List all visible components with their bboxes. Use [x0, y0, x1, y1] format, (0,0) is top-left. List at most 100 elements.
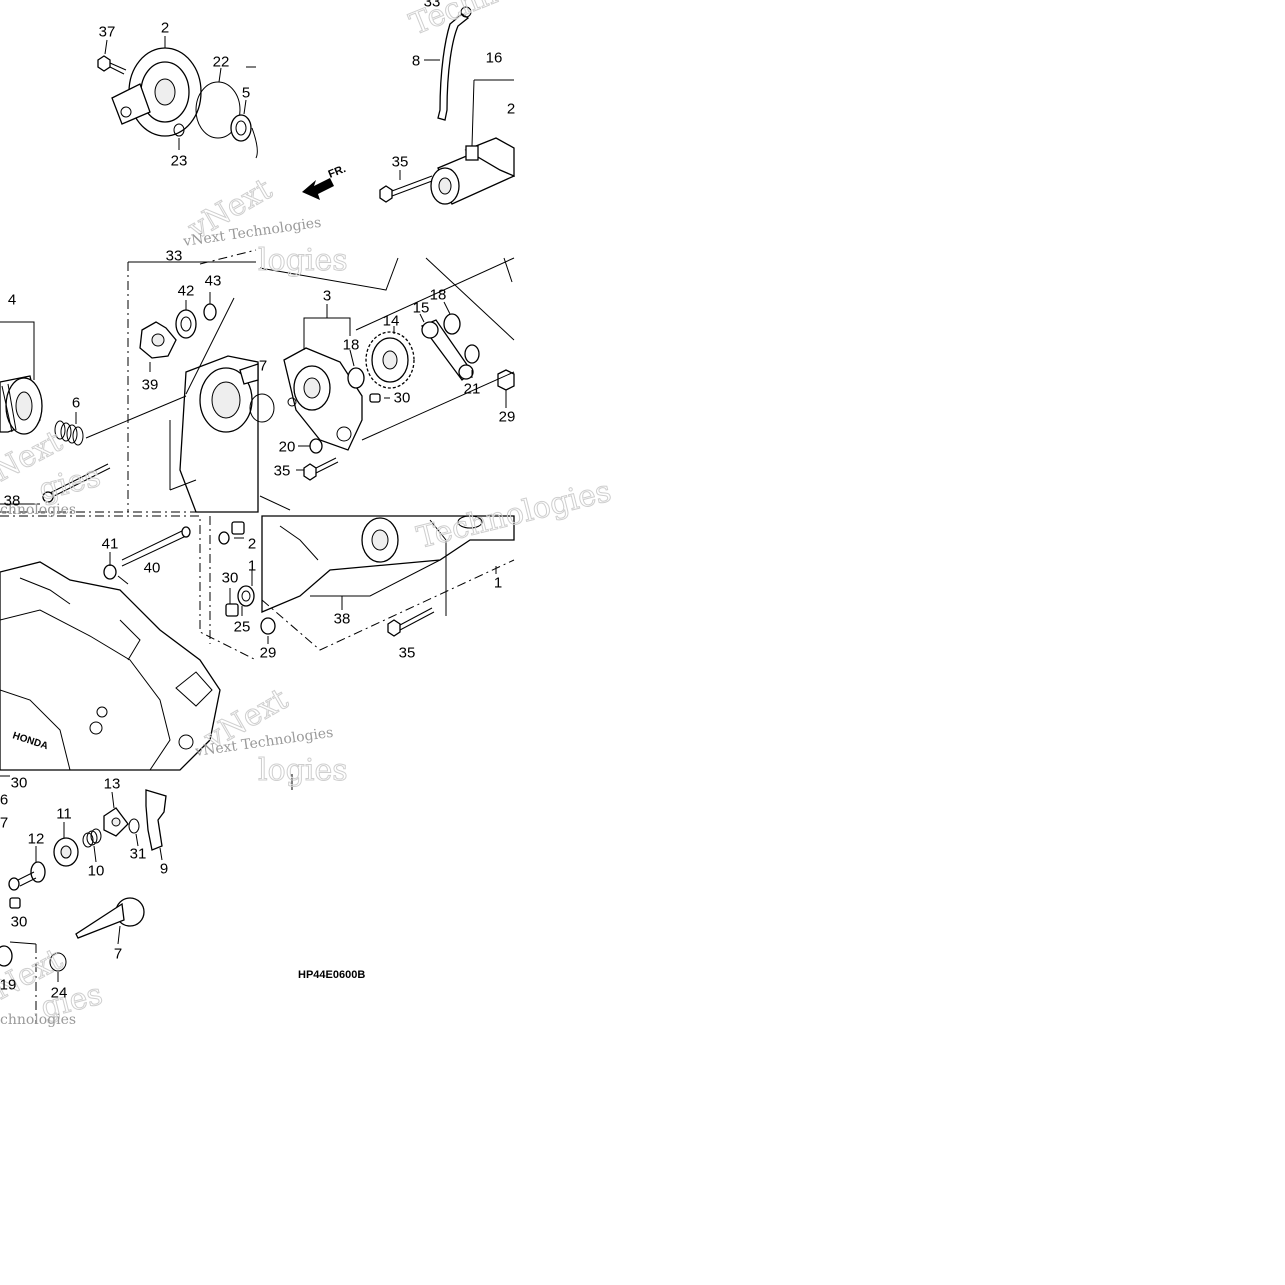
part-bearing-21 [464, 344, 480, 364]
callout: 23 [171, 153, 188, 170]
part-cover-2 [111, 47, 202, 137]
callout: 2 [248, 536, 256, 553]
callout: 6 [0, 792, 8, 809]
callout: 35 [399, 645, 416, 662]
svg-text:logies: logies [258, 753, 348, 788]
callout: 42 [178, 283, 195, 300]
part-rotor-41 [175, 309, 197, 339]
callout: 20 [279, 439, 296, 456]
callout: 33 [424, 0, 441, 11]
callout: 1 [248, 558, 256, 575]
part-dipstick-7 [75, 897, 145, 939]
svg-text:chnologies: chnologies [0, 502, 76, 518]
part-valve-11 [53, 837, 79, 867]
callout: 30 [11, 775, 28, 792]
tile-oil-pump [259, 257, 515, 511]
callout: 15 [413, 300, 430, 317]
callout: 4 [8, 292, 16, 309]
part-washer-26 [218, 531, 230, 545]
callout: 2 [161, 20, 169, 37]
part-bracket-9 [145, 789, 167, 851]
tile-oil-filter [0, 249, 275, 513]
callout: 30 [222, 570, 239, 587]
part-seal-5 [230, 114, 252, 142]
part-bolt-33 [303, 457, 339, 481]
tile-case-half [260, 515, 515, 651]
callout: 9 [160, 861, 168, 878]
part-seal-25 [237, 585, 255, 607]
callout: 10 [88, 863, 105, 880]
part-arm-15 [420, 319, 474, 381]
callout: 12 [28, 831, 45, 848]
callout: 40 [144, 560, 161, 577]
callout: 37 [99, 24, 116, 41]
callout: 24 [51, 985, 68, 1002]
callout: 33 [166, 248, 183, 265]
part-dowel-30c [231, 521, 245, 535]
part-oring-42 [103, 564, 117, 580]
svg-text:FR.: FR. [327, 163, 348, 181]
part-dowel-40 [121, 526, 191, 567]
callout: 7 [259, 358, 267, 375]
callout: 29 [499, 409, 516, 426]
callouts: 37 2 22 5 23 33 8 16 2 35 33 4 42 43 39 … [0, 0, 515, 1002]
part-gear-14 [365, 331, 415, 389]
tile-crankcase: HONDA [0, 515, 257, 771]
part-bolt-35 [387, 607, 435, 637]
part-bearing-19 [0, 945, 13, 967]
part-pump-body [179, 355, 275, 513]
part-bearing-18b [347, 367, 365, 389]
callout: 38 [4, 493, 21, 510]
callout: 43 [205, 273, 222, 290]
callout: 18 [343, 337, 360, 354]
callout: 7 [114, 946, 122, 963]
callout: 41 [102, 536, 119, 553]
svg-text:chnologies: chnologies [0, 1012, 76, 1028]
part-spring-10 [82, 828, 102, 848]
part-plate-13 [103, 807, 129, 837]
part-dowel-30b [225, 603, 239, 617]
callout: 16 [486, 50, 503, 67]
part-bearing-18a [443, 313, 461, 335]
callout: 5 [242, 85, 250, 102]
callout: 1 [494, 575, 502, 592]
callout: 14 [383, 313, 400, 330]
part-dowel-30d [9, 897, 21, 909]
callout: 19 [0, 977, 16, 994]
part-pump-cover-3 [283, 347, 363, 451]
callout: 21 [464, 381, 481, 398]
part-oring-31 [128, 818, 140, 834]
svg-text:Technologies: Technologies [413, 474, 614, 556]
part-stud-36 [42, 463, 111, 503]
part-nut-28 [497, 369, 515, 391]
callout: 22 [213, 54, 230, 71]
callout: 6 [72, 395, 80, 412]
part-cable-8 [437, 13, 470, 121]
part-starter-16 [430, 137, 515, 205]
tile-oil-cover [97, 36, 258, 159]
part-washer-23 [173, 123, 185, 137]
part-bolt-34 [379, 175, 433, 203]
callout: 35 [392, 154, 409, 171]
part-oring-24 [49, 952, 67, 972]
tile-dipstick [0, 774, 293, 1024]
part-bolt-12 [8, 861, 46, 891]
callout: 7 [0, 815, 8, 832]
callout: 13 [104, 776, 121, 793]
part-rotor-39 [139, 321, 177, 359]
part-collar-43 [203, 303, 217, 321]
part-spring-6 [54, 420, 84, 446]
callout: 30 [11, 914, 28, 931]
front-arrow-icon: FR. [302, 163, 348, 200]
part-bolt-37 [97, 55, 127, 75]
part-dowel-30a [369, 393, 381, 403]
drawing-code: HP44E0600B [298, 969, 365, 981]
callout: 8 [412, 53, 420, 70]
callout: 30 [394, 390, 411, 407]
callout: 11 [56, 806, 72, 823]
svg-text:Techno: Techno [405, 0, 519, 42]
callout: 25 [234, 619, 251, 636]
callout: 35 [274, 463, 291, 480]
callout: 39 [142, 377, 159, 394]
